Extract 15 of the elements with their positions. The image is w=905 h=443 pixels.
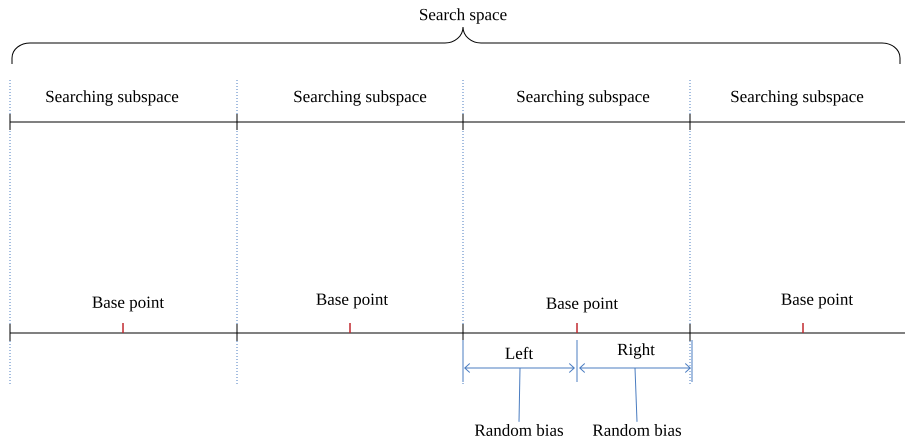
subspace-label: Searching subspace [731, 90, 864, 106]
heading: Search space [420, 8, 507, 24]
leader-line [518, 368, 520, 422]
dimension-label: Left [505, 346, 534, 360]
subspace-label: Searching subspace [294, 90, 426, 106]
subspace-label: Searching subspace [46, 90, 178, 106]
point-label: Base point [781, 294, 854, 308]
dimension-label: Right [618, 343, 655, 359]
point-label: Base point [316, 294, 388, 308]
leader-line [634, 368, 638, 422]
subspace-label: Searching subspace [517, 90, 650, 106]
bias-label: Random bias [474, 424, 564, 436]
point-label: Base point [92, 296, 164, 312]
point-label: Base point [546, 298, 618, 312]
bias-label: Random bias [592, 424, 682, 436]
